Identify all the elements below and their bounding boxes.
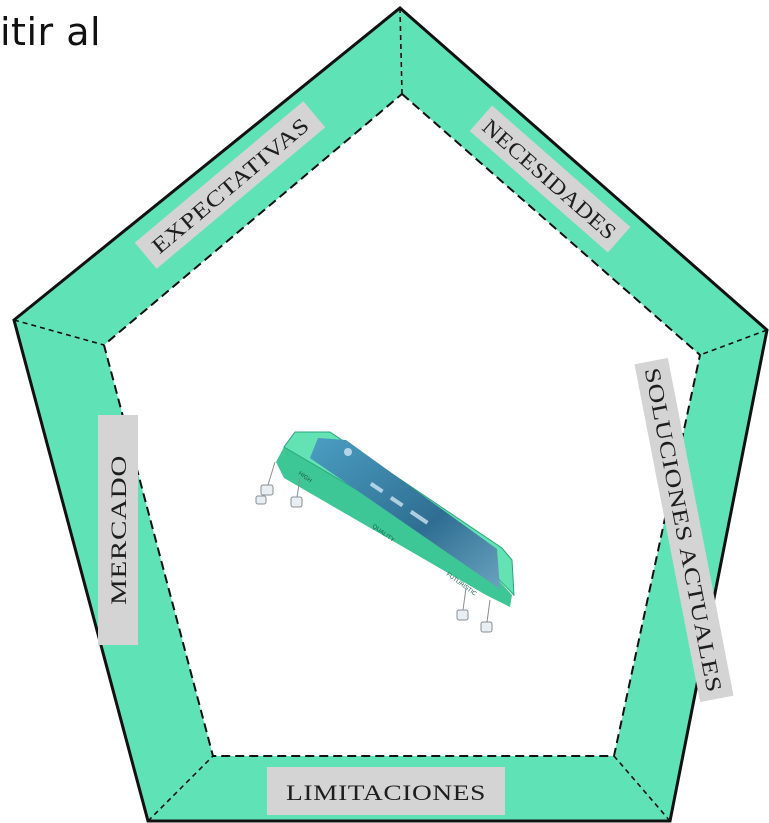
label-limitaciones-text: LIMITACIONES	[286, 780, 486, 805]
label-limitaciones: LIMITACIONES	[267, 767, 505, 815]
label-mercado: MERCADO	[98, 415, 138, 645]
label-mercado-text: MERCADO	[106, 455, 131, 605]
